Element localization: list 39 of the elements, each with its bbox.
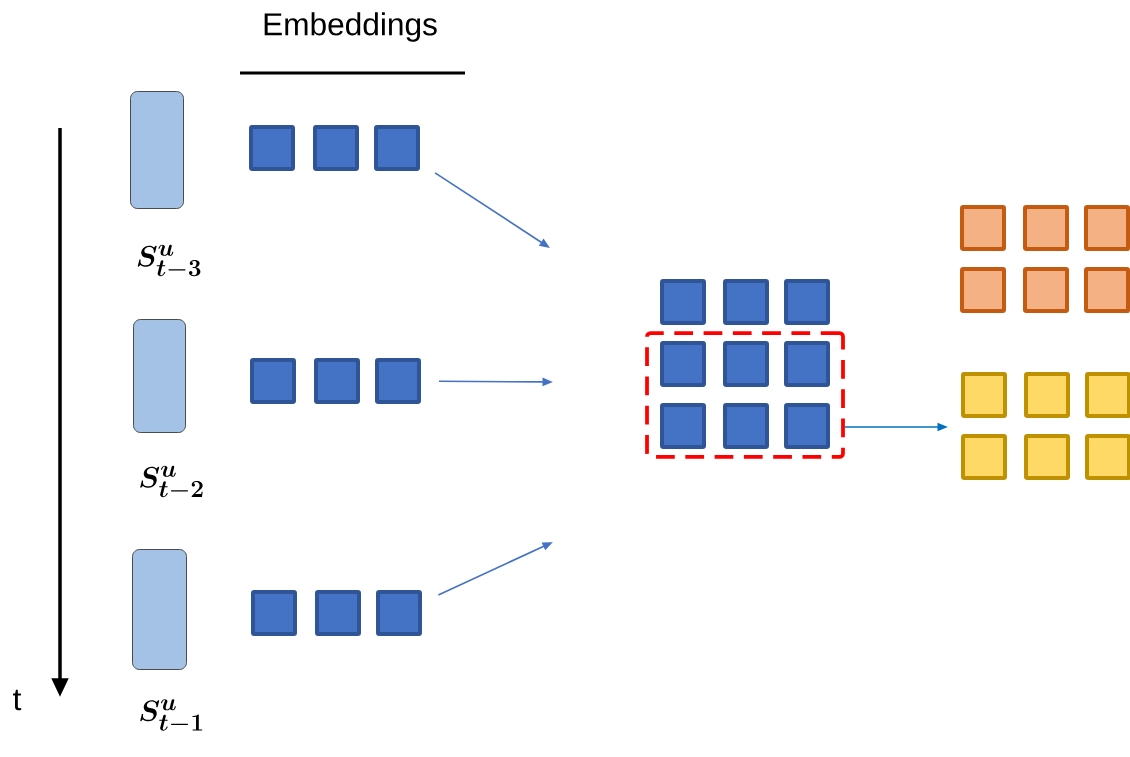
embedding-square — [784, 341, 830, 387]
embedding-square — [315, 590, 361, 636]
embedding-square — [375, 358, 421, 404]
embedding-square — [660, 341, 706, 387]
output-square — [961, 372, 1007, 418]
output-square — [960, 205, 1006, 251]
embedding-square — [723, 403, 769, 449]
output-square — [1023, 267, 1069, 313]
output-square — [1085, 372, 1130, 418]
output-square — [1024, 372, 1070, 418]
dashed-selection-box — [645, 331, 845, 459]
formula-label: $\boldsymbol{S^{u}_{t-2}}$ — [140, 465, 203, 498]
embedding-square — [314, 358, 360, 404]
embedding-square — [660, 403, 706, 449]
embedding-square — [251, 590, 297, 636]
seq-box — [133, 319, 186, 433]
output-square — [961, 434, 1007, 480]
heading: Embeddings — [264, 12, 437, 42]
embedding-square — [660, 279, 706, 325]
formula-label: $\boldsymbol{S^{u}_{t-3}}$ — [137, 244, 201, 277]
output-square — [960, 267, 1006, 313]
output-square — [1023, 205, 1069, 251]
seq-box — [130, 91, 184, 209]
embedding-square — [376, 590, 422, 636]
embedding-square — [723, 279, 769, 325]
embedding-square — [250, 358, 296, 404]
embedding-square — [784, 279, 830, 325]
formula-label: $\boldsymbol{S^{u}_{t-1}}$ — [140, 699, 203, 731]
output-square — [1084, 267, 1130, 313]
output-square — [1024, 434, 1070, 480]
output-square — [1084, 205, 1130, 251]
embedding-square — [374, 125, 420, 171]
axis-label: t — [13, 689, 22, 711]
output-square — [1085, 434, 1130, 480]
embedding-square — [723, 341, 769, 387]
embedding-square — [249, 125, 295, 171]
embedding-square — [313, 125, 359, 171]
embedding-square — [784, 403, 830, 449]
seq-box — [132, 549, 187, 670]
